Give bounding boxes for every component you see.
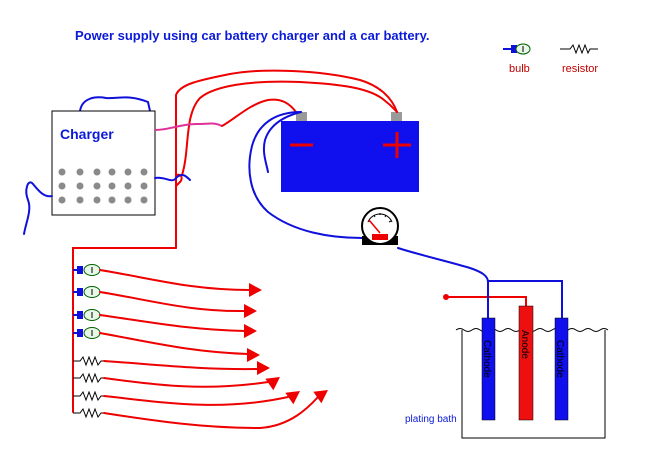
- charger: Charger: [23, 96, 156, 235]
- cathode-left-label: Cathode: [481, 340, 492, 378]
- load-output-lead: [99, 269, 251, 291]
- anode: [518, 305, 534, 421]
- vent-dot: [140, 168, 148, 176]
- arrow-icon: [244, 324, 257, 338]
- vent-dot: [93, 196, 101, 204]
- cathode-left: [481, 317, 496, 421]
- charger-to-positive-wire: [175, 69, 398, 249]
- arrow-icon: [244, 304, 257, 318]
- load-output-lead: [99, 314, 246, 332]
- charger-negative-lead: [154, 173, 191, 182]
- vent-dot: [124, 196, 132, 204]
- vent-dot: [108, 168, 116, 176]
- charger-box: [51, 110, 156, 216]
- plating-bath-label: plating bath: [405, 414, 457, 425]
- battery-positive-terminal: [391, 112, 402, 121]
- charger-vent-grid: [58, 168, 148, 204]
- charger-handle: [79, 96, 151, 112]
- bulb-icon: [73, 264, 101, 276]
- anode-junction-dot: [443, 294, 449, 300]
- vent-dot: [93, 168, 101, 176]
- load-branch: [73, 372, 280, 391]
- load-branch: [73, 309, 257, 338]
- resistor-icon: [73, 355, 104, 367]
- vent-dot: [124, 168, 132, 176]
- resistor-icon: [73, 407, 104, 419]
- arrow-icon: [247, 348, 260, 362]
- resistor-icon: [73, 390, 104, 402]
- bulb-icon: [73, 327, 101, 339]
- charger-power-cord: [23, 181, 53, 235]
- load-branch: [73, 390, 328, 430]
- car-battery: [281, 112, 419, 192]
- anode-lead: [445, 296, 527, 309]
- load-branch: [73, 264, 262, 297]
- vent-dot: [58, 196, 66, 204]
- charger-positive-lead: [181, 80, 398, 176]
- vent-dot: [58, 168, 66, 176]
- load-branch: [73, 355, 270, 375]
- charger-jumper-clip: [175, 173, 183, 187]
- load-branch: [73, 286, 257, 318]
- cathode-bus: [487, 280, 563, 319]
- vent-dot: [108, 196, 116, 204]
- legend-bulb-label: bulb: [509, 63, 530, 75]
- load-output-lead: [103, 395, 289, 406]
- load-output-lead: [99, 291, 246, 313]
- vent-dot: [76, 168, 84, 176]
- meter-to-bath-wire: [397, 247, 489, 319]
- arrow-icon: [257, 361, 270, 375]
- arrow-icon: [265, 377, 280, 391]
- vent-dot: [124, 182, 132, 190]
- load-output-lead: [103, 377, 269, 388]
- legend-resistor-icon: [560, 43, 598, 55]
- diagram-title: Power supply using car battery charger a…: [75, 28, 430, 43]
- plating-bath: Cathode Anode Cathode plating bath: [405, 305, 609, 439]
- vent-dot: [93, 182, 101, 190]
- negative-terminal-wire-2: [262, 111, 302, 173]
- main-distribution-bus: [72, 247, 177, 413]
- load-output-lead: [103, 396, 319, 430]
- resistor-icon: [73, 372, 104, 384]
- legend: bulb resistor: [503, 43, 598, 75]
- vent-dot: [140, 182, 148, 190]
- load-branch: [73, 327, 260, 362]
- vent-dot: [140, 196, 148, 204]
- vent-dot: [58, 182, 66, 190]
- vent-dot: [108, 182, 116, 190]
- cathode-right: [554, 317, 569, 421]
- legend-resistor-label: resistor: [562, 63, 598, 75]
- bulb-icon: [73, 286, 101, 298]
- charger-to-negative-wire: [154, 122, 223, 131]
- legend-bulb-icon: [503, 43, 531, 55]
- load-branches: [73, 264, 328, 430]
- negative-terminal-wire: [248, 111, 363, 239]
- anode-label: Anode: [519, 330, 530, 359]
- charger-red-lead: [221, 98, 297, 127]
- arrow-icon: [313, 390, 328, 404]
- battery-negative-terminal: [296, 112, 307, 121]
- vent-dot: [76, 182, 84, 190]
- vent-dot: [76, 196, 84, 204]
- bulb-icon: [73, 309, 101, 321]
- cathode-right-label: Cathode: [554, 340, 565, 378]
- bath-tank: [461, 330, 606, 439]
- arrow-icon: [285, 391, 300, 405]
- ammeter-icon: [361, 207, 399, 245]
- arrow-icon: [249, 283, 262, 297]
- load-output-lead: [103, 360, 259, 371]
- load-branch: [73, 390, 300, 406]
- load-output-lead: [99, 332, 249, 355]
- charger-label: Charger: [60, 126, 114, 142]
